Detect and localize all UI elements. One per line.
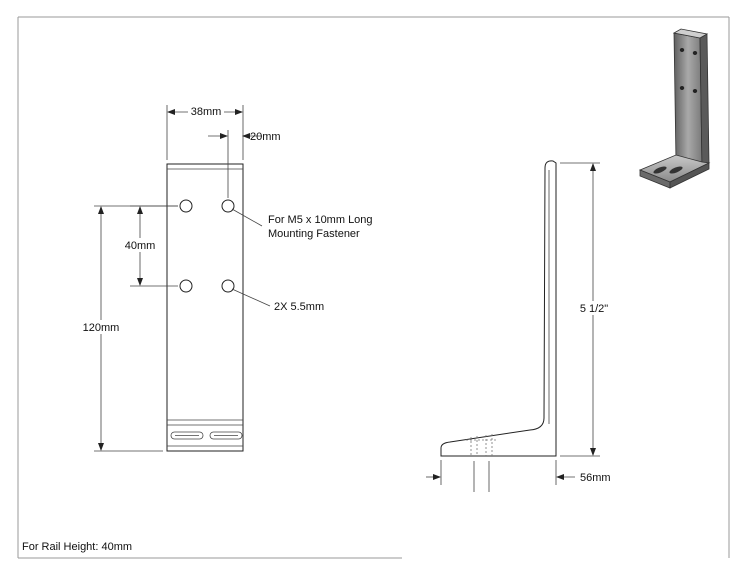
dim-40mm-label: 40mm <box>125 240 156 252</box>
fastener-note-line1: For M5 x 10mm Long <box>268 214 373 226</box>
dimension-120mm: 120mm <box>78 205 178 452</box>
dimension-20mm: 20mm <box>208 130 281 198</box>
side-profile-outline <box>440 160 557 457</box>
dimension-40mm: 40mm <box>122 205 178 287</box>
dim-38mm-label: 38mm <box>191 106 222 118</box>
dim-side-height-label: 5 1/2" <box>580 303 608 315</box>
front-plate-outline <box>166 163 244 452</box>
hole-bottom-right <box>221 279 235 293</box>
dim-20mm-label: 20mm <box>250 131 281 143</box>
dimension-side-height: 5 1/2" <box>560 162 616 457</box>
dim-120mm-label: 120mm <box>83 322 120 334</box>
hole-top-left <box>179 199 193 213</box>
rail-height-note: For Rail Height: 40mm <box>22 541 132 553</box>
fastener-callout: For M5 x 10mm Long Mounting Fastener <box>231 208 373 240</box>
dimension-38mm: 38mm <box>166 104 244 160</box>
hole-top-right <box>221 199 235 213</box>
side-view <box>440 160 557 492</box>
front-view <box>166 163 244 452</box>
hole-callout: 2X 5.5mm <box>231 288 324 313</box>
hole-note: 2X 5.5mm <box>274 301 324 313</box>
dimension-56mm: 56mm <box>426 460 611 485</box>
dim-56mm-label: 56mm <box>580 472 611 484</box>
fastener-note-line2: Mounting Fastener <box>268 228 360 240</box>
hole-bottom-left <box>179 279 193 293</box>
base-slot-right <box>209 431 243 440</box>
isometric-bracket-view <box>638 28 711 189</box>
base-hidden-lines <box>466 434 497 456</box>
drawing-border <box>17 16 730 559</box>
base-slot-left <box>170 431 204 440</box>
